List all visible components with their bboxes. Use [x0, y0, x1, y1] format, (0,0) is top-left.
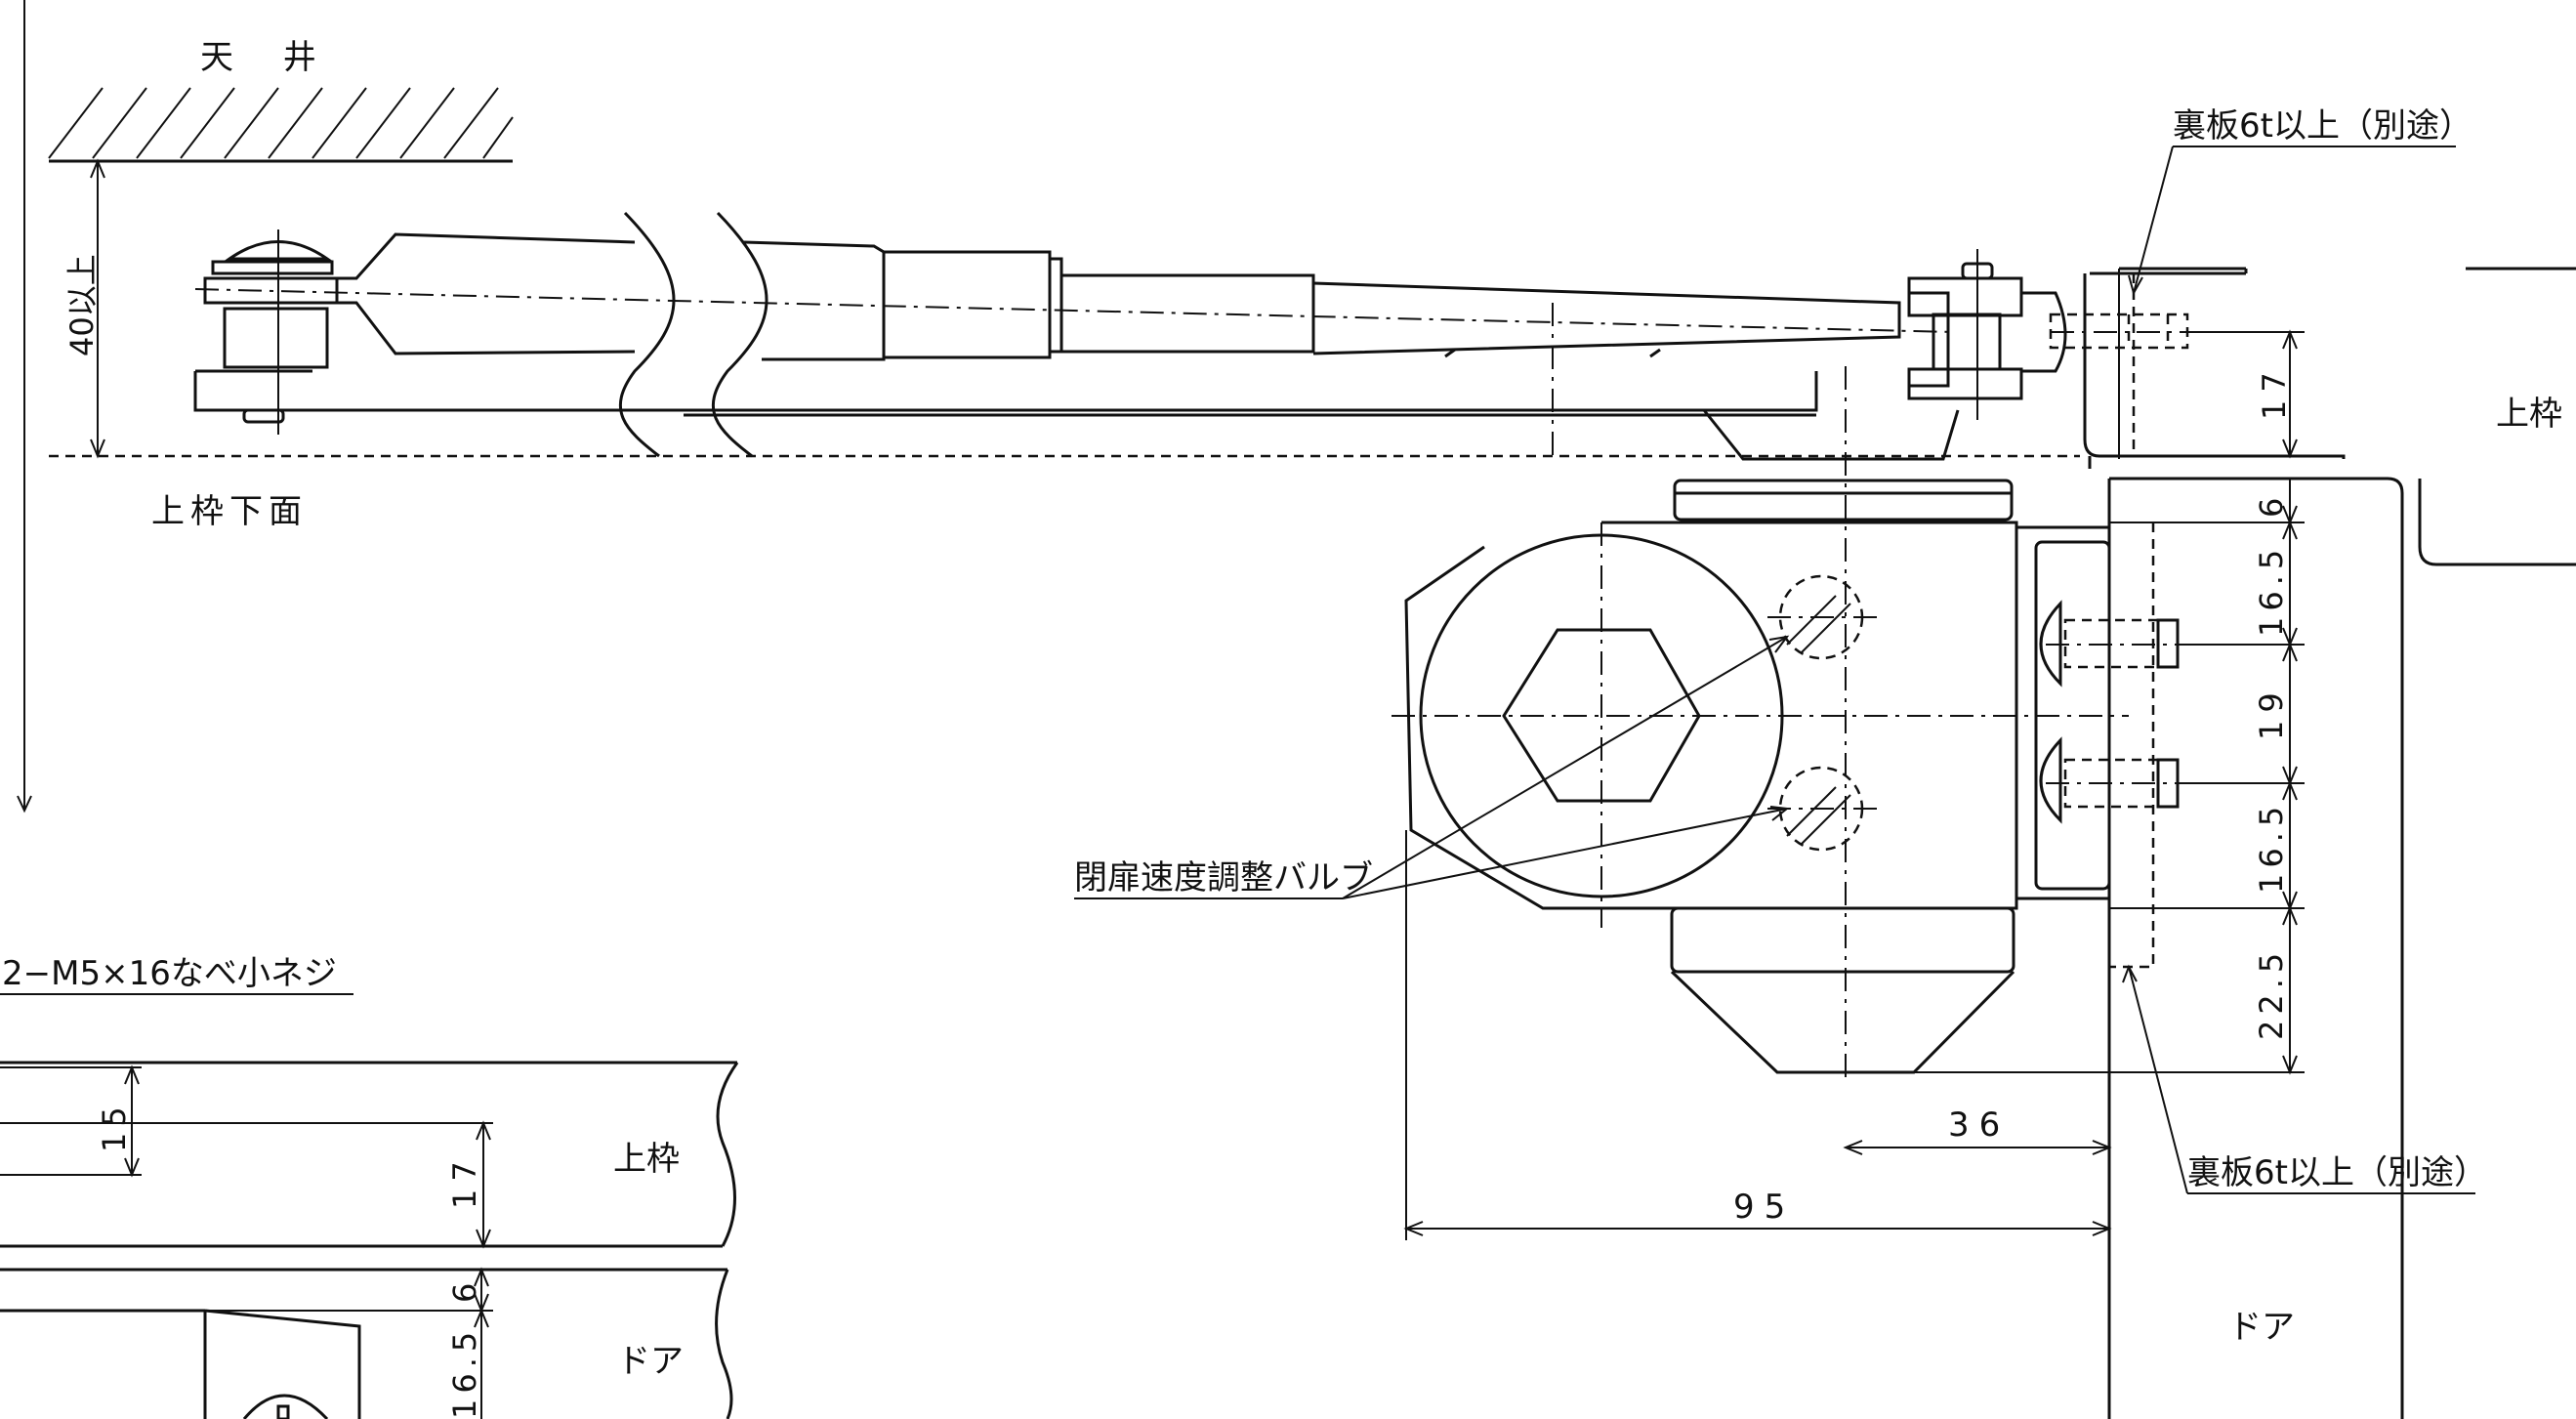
backplate-bottom-leader: [2122, 964, 2475, 1194]
dim-22-5-label: 22.5: [2253, 947, 2290, 1040]
frame-bottom-label: 上枠下面: [151, 492, 308, 531]
dim-19-label: 19: [2253, 685, 2290, 740]
door-right-label: ドア: [2228, 1308, 2295, 1347]
backplate-top-label: 裏板6t以上（別途）: [2173, 106, 2472, 146]
dim-16-5-b-label: 16.5: [2253, 801, 2290, 894]
valve-leader: [1074, 635, 1790, 899]
ceiling-hatch: [48, 87, 514, 163]
dim-40-min: [90, 158, 105, 459]
dim-17-top-label: 17: [2256, 364, 2293, 420]
closer-body: [1392, 366, 2207, 1084]
dim-15: [124, 1064, 140, 1178]
valve-label: 閉扉速度調整バルブ: [1074, 858, 1373, 897]
door-left-label: ドア: [617, 1342, 684, 1381]
dim-16-5-a-label: 16.5: [2253, 544, 2290, 637]
screws-label: 2−M5×16なべ小ネジ: [2, 954, 337, 993]
dim-6-label: 6: [2253, 498, 2290, 518]
dim-17-top: [2197, 329, 2305, 459]
frame-right: [2083, 267, 2576, 1419]
dim-36-label: 36: [1948, 1106, 2010, 1145]
ceiling-label: 天 井: [200, 38, 336, 77]
frame-right-label: 上枠: [2496, 395, 2562, 434]
dim-16-5-left-label: 16.5: [446, 1326, 483, 1419]
dim-17-left-label: 17: [446, 1153, 483, 1209]
arm-assembly: [193, 211, 2256, 461]
dim-6-left-label: 6: [446, 1283, 483, 1303]
dim-15-label: 15: [96, 1101, 133, 1152]
frame-left-label: 上枠: [613, 1140, 680, 1179]
dim-95: [1403, 830, 2112, 1240]
dim-95-label: 95: [1733, 1188, 1795, 1227]
side-view-frame: [0, 1061, 739, 1419]
dim-left-stack: [205, 1267, 493, 1419]
dim-40-min-label: 40以上: [63, 254, 101, 356]
dim-right-stack: [1914, 478, 2305, 1075]
backplate-top-leader: [2128, 146, 2456, 296]
dim-17-left: [476, 1120, 491, 1249]
left-boundary-arrow: [17, 795, 32, 814]
dim-36: [1843, 1140, 2112, 1155]
backplate-bottom-label: 裏板6t以上（別途）: [2187, 1153, 2487, 1192]
